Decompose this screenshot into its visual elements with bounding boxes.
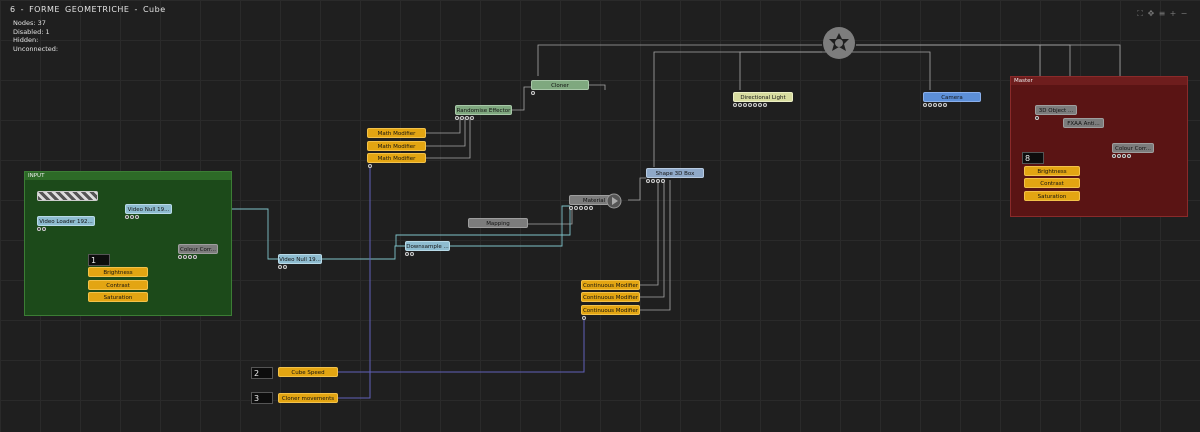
wire-cloner-down <box>589 84 606 90</box>
directional-light-ports <box>733 103 767 108</box>
stat-unconnected: Unconnected: <box>13 44 59 53</box>
wire-effector-cloner <box>512 86 531 111</box>
colour-corr-master-ports <box>1112 154 1131 159</box>
camera-ports <box>923 103 947 108</box>
wire-root-cloner <box>537 44 822 76</box>
wire-speed <box>338 320 585 373</box>
continuous-modifier-node-1[interactable]: Continuous Modifier <box>581 280 640 290</box>
wire-root-shape <box>653 51 822 167</box>
brightness-input-node[interactable]: Brightness <box>88 267 148 277</box>
fxaa-node[interactable]: FXAA Anti... <box>1063 118 1104 128</box>
colour-corr-input-ports <box>178 255 197 260</box>
colour-corr-input-node[interactable]: Colour Corr... <box>178 244 218 254</box>
colour-corr-master-node[interactable]: Colour Corr... <box>1112 143 1154 153</box>
shape-3d-box-node[interactable]: Shape 3D Box <box>646 168 704 178</box>
wire-root-camera <box>856 51 931 90</box>
wire-cont-2 <box>640 180 665 298</box>
material-preview-icon <box>606 193 622 209</box>
cube-speed-value-field[interactable]: 2 <box>251 367 273 379</box>
material-ports <box>569 206 593 211</box>
video-null-inner-node[interactable]: Video Null 19... <box>125 204 172 214</box>
wire-cyan-3 <box>322 245 406 260</box>
stat-nodes: Nodes: 37 <box>13 19 46 27</box>
wire-mapping-material <box>528 206 573 225</box>
master-layer-field[interactable]: 8 <box>1022 152 1044 164</box>
saturation-input-node[interactable]: Saturation <box>88 292 148 302</box>
wire-cyan-4 <box>450 205 570 247</box>
wire-movements <box>338 167 371 399</box>
video-null-outer-node[interactable]: Video Null 19... <box>278 254 322 264</box>
stat-hidden: Hidden: <box>13 36 39 44</box>
expand-icon[interactable]: ✥ <box>1147 9 1155 18</box>
brightness-master-node[interactable]: Brightness <box>1024 166 1080 176</box>
contrast-input-node[interactable]: Contrast <box>88 280 148 290</box>
camera-node[interactable]: Camera <box>923 92 981 102</box>
wire-mathmod-1 <box>426 117 461 134</box>
math-modifier-ports <box>368 164 372 169</box>
video-null-inner-ports <box>125 215 139 220</box>
input-group-label: INPUT <box>25 172 231 180</box>
wire-cyan-5 <box>395 206 571 246</box>
zoom-out-icon[interactable]: − <box>1180 9 1188 18</box>
wire-material-shape <box>628 177 646 201</box>
video-source-striped-node[interactable] <box>37 191 98 201</box>
cloner-movements-node[interactable]: Cloner movements <box>278 393 338 403</box>
video-loader-node[interactable]: Video Loader 192... <box>37 216 95 226</box>
continuous-modifier-node-3[interactable]: Continuous Modifier <box>581 305 640 315</box>
math-modifier-node-2[interactable]: Math Modifier <box>367 141 426 151</box>
wire-mathmod-2 <box>426 117 466 147</box>
master-group-label: Master <box>1011 77 1187 85</box>
object-3d-node[interactable]: 3D Object ... <box>1035 105 1077 115</box>
continuous-modifier-ports <box>582 316 586 321</box>
wire-cont-3 <box>640 180 671 311</box>
directional-light-node[interactable]: Directional Light <box>733 92 793 102</box>
cloner-movements-value-field[interactable]: 3 <box>251 392 273 404</box>
input-layer-field[interactable]: 1 <box>88 254 110 266</box>
saturation-master-node[interactable]: Saturation <box>1024 191 1080 201</box>
cloner-ports <box>531 91 535 96</box>
video-loader-ports <box>37 227 46 232</box>
wire-mathmod-3 <box>426 117 471 159</box>
mapping-node[interactable]: Mapping <box>468 218 528 228</box>
math-modifier-node-3[interactable]: Math Modifier <box>367 153 426 163</box>
composition-title: 6 - FORME GEOMETRICHE - Cube <box>10 5 166 14</box>
math-modifier-node-1[interactable]: Math Modifier <box>367 128 426 138</box>
contrast-master-node[interactable]: Contrast <box>1024 178 1080 188</box>
wire-cont-1 <box>640 180 659 286</box>
graph-stats: Nodes: 37 Disabled: 1 Hidden: Unconnecte… <box>13 19 58 53</box>
graph-toolbar: ⛶ ✥ ≡ + − <box>1136 10 1188 18</box>
root-gear-icon[interactable] <box>822 26 856 60</box>
randomise-effector-node[interactable]: Randomise Effector <box>455 105 512 115</box>
fit-icon[interactable]: ⛶ <box>1137 9 1143 18</box>
cube-speed-node[interactable]: Cube Speed <box>278 367 338 377</box>
menu-icon[interactable]: ≡ <box>1158 9 1166 18</box>
shape-3d-box-ports <box>646 179 665 184</box>
video-null-outer-ports <box>278 265 287 270</box>
downsample-ports <box>405 252 414 257</box>
downsample-node[interactable]: Downsample ... <box>405 241 450 251</box>
stat-disabled: Disabled: 1 <box>13 27 50 36</box>
randomise-effector-ports <box>455 116 474 121</box>
cloner-node[interactable]: Cloner <box>531 80 589 90</box>
continuous-modifier-node-2[interactable]: Continuous Modifier <box>581 292 640 302</box>
zoom-in-icon[interactable]: + <box>1169 9 1177 18</box>
object-3d-ports <box>1035 116 1039 121</box>
wire-root-light <box>739 51 856 90</box>
